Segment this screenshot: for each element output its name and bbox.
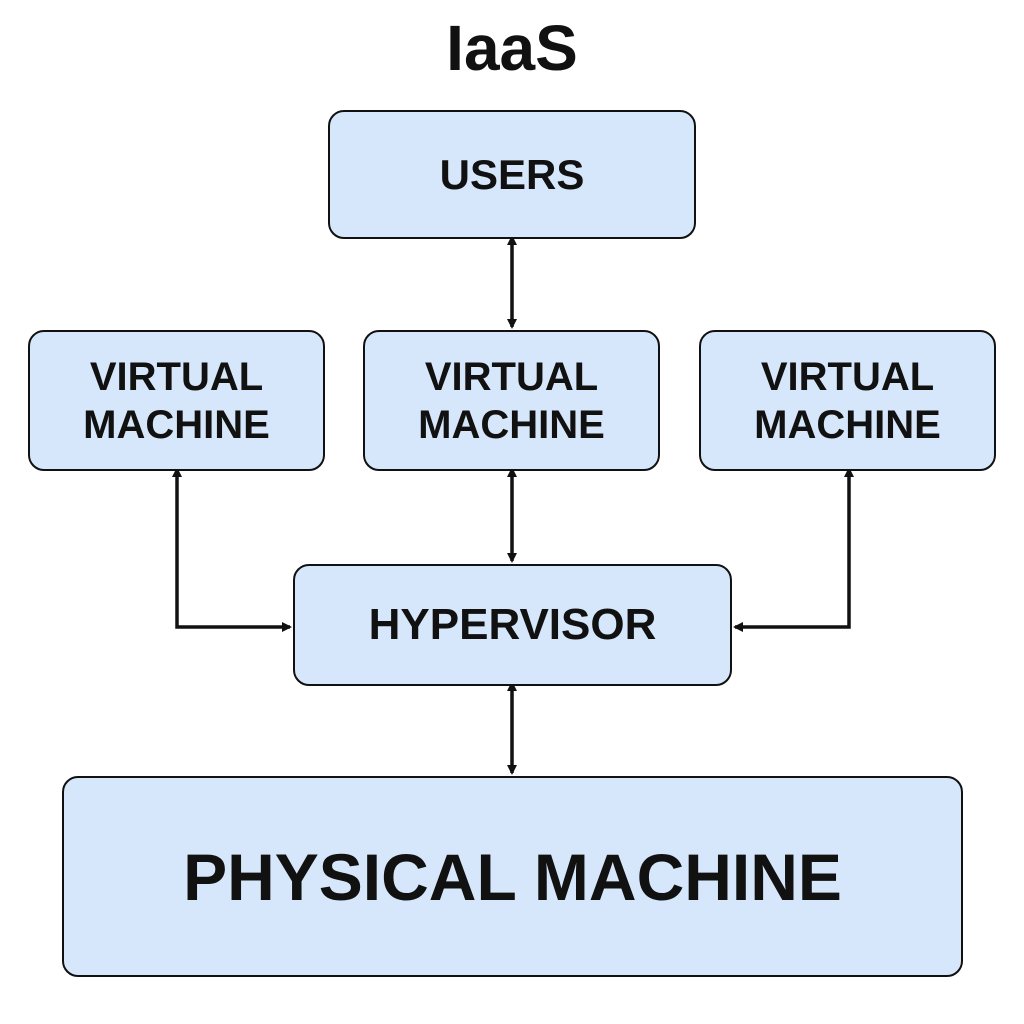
arrow-vm-right-hypervisor bbox=[733, 467, 854, 632]
vm-right-line1: VIRTUAL bbox=[760, 354, 935, 399]
hypervisor-label: HYPERVISOR bbox=[368, 600, 657, 649]
physical-machine-label: PHYSICAL MACHINE bbox=[183, 839, 842, 914]
virtual-machine-left-box: VIRTUAL MACHINE bbox=[28, 330, 325, 471]
diagram-title: IaaS bbox=[446, 12, 578, 84]
virtual-machine-center-box: VIRTUAL MACHINE bbox=[363, 330, 660, 471]
vm-center-line2: MACHINE bbox=[418, 402, 605, 447]
users-box: USERS bbox=[328, 110, 696, 239]
users-label: USERS bbox=[439, 150, 585, 198]
physical-machine-box: PHYSICAL MACHINE bbox=[62, 776, 963, 977]
vm-center-line1: VIRTUAL bbox=[424, 354, 599, 399]
vm-left-line1: VIRTUAL bbox=[89, 354, 264, 399]
hypervisor-box: HYPERVISOR bbox=[293, 564, 732, 686]
vm-left-line2: MACHINE bbox=[83, 402, 270, 447]
arrow-vm-left-hypervisor bbox=[172, 467, 292, 632]
virtual-machine-right-box: VIRTUAL MACHINE bbox=[699, 330, 996, 471]
vm-right-line2: MACHINE bbox=[754, 402, 941, 447]
